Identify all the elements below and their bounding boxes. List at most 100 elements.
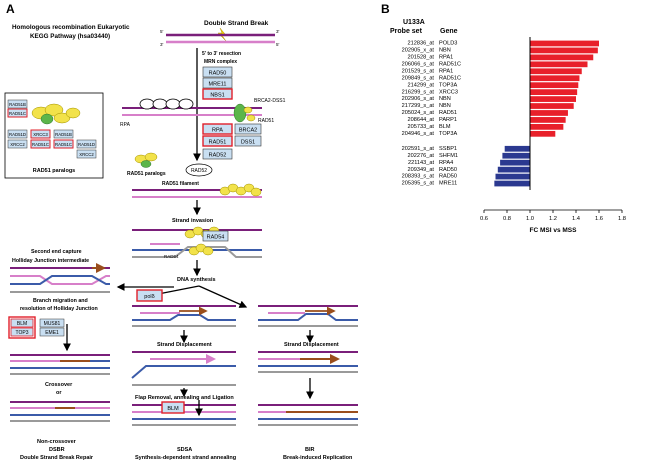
probe-set-header: Probe set bbox=[390, 28, 423, 35]
x-tick-label: 1.8 bbox=[618, 216, 626, 222]
paralog-xrcc2-a bbox=[7, 139, 28, 149]
mus81-box-label: MUS81 bbox=[44, 321, 61, 327]
rpa-oval bbox=[178, 98, 194, 110]
probe-label-column: 212836_at202905_x_at201528_at206066_s_at… bbox=[402, 41, 435, 187]
paralog-rad51b-a bbox=[7, 99, 28, 109]
rad54-label: RAD54 bbox=[164, 254, 179, 259]
blm-box-b-label: BLM bbox=[167, 406, 179, 412]
gene-label: RAD50 bbox=[439, 167, 457, 173]
nbs1-box bbox=[202, 88, 233, 100]
paralog-rad51c-a-label: RAD51C bbox=[9, 111, 26, 116]
dsbr-label: DSBR bbox=[49, 447, 65, 453]
paralog-rad51d-b-label: RAD51D bbox=[78, 142, 95, 147]
paralog-rad51b-b-label: RAD51B bbox=[55, 132, 72, 137]
rad51-box bbox=[202, 135, 233, 147]
bar-upregulated bbox=[530, 54, 594, 61]
blm-box-a-label: BLM bbox=[17, 321, 27, 327]
paralog-xrcc2-b-label: XRCC2 bbox=[79, 152, 94, 157]
rad51-protein bbox=[243, 106, 253, 114]
gene-label: RAD50 bbox=[439, 174, 457, 180]
rpa-oval bbox=[165, 98, 181, 110]
gene-label: RAD51C bbox=[439, 75, 461, 81]
gene-label: NBN bbox=[439, 48, 451, 54]
bar-upregulated bbox=[530, 75, 580, 82]
hj-pink bbox=[10, 275, 110, 285]
paralog-xrcc2-a-label: XRCC2 bbox=[10, 142, 25, 147]
or-label: or bbox=[56, 390, 62, 396]
x-tick-label: 1.2 bbox=[549, 216, 557, 222]
three-prime-label: 3' bbox=[276, 29, 280, 34]
bar-upregulated bbox=[530, 89, 578, 95]
five-prime-right-label: 5' bbox=[276, 42, 280, 47]
bar-downregulated bbox=[504, 145, 530, 152]
brca2-dss1-label: BRCA2-DSS1 bbox=[254, 98, 286, 104]
bar-upregulated bbox=[530, 68, 582, 75]
bar-upregulated bbox=[530, 103, 574, 109]
bar-upregulated bbox=[530, 47, 598, 54]
paralog-rad51b-b bbox=[53, 129, 74, 139]
rad52-box bbox=[202, 148, 233, 160]
probe-set-label: 206066_s_at bbox=[402, 61, 435, 67]
blm-box-b bbox=[161, 401, 185, 414]
probe-set-label: 217299_s_at bbox=[402, 103, 435, 109]
paralog-xrcc2-b bbox=[76, 149, 97, 159]
probe-set-label: 221143_at bbox=[408, 160, 434, 166]
rpa-oval bbox=[152, 98, 168, 110]
rad52-oval bbox=[185, 163, 213, 177]
x-tick-label: 0.6 bbox=[480, 216, 488, 222]
bar-downregulated bbox=[494, 180, 530, 187]
holliday-intermediate-label: Holliday Junction intermediate bbox=[12, 258, 89, 264]
paralog-rad51d-b bbox=[76, 139, 97, 149]
bar-upregulated bbox=[530, 130, 556, 137]
gene-label: NBN bbox=[439, 103, 451, 109]
bar-downregulated bbox=[497, 166, 530, 173]
paralog-rad51c-b-label: RAD51C bbox=[32, 142, 49, 147]
top3-box-label: TOP3 bbox=[16, 330, 29, 336]
probe-set-label: 202591_s_at bbox=[402, 146, 435, 152]
paralog-rad51c-c bbox=[53, 139, 74, 149]
brca2-box-label: BRCA2 bbox=[239, 128, 257, 134]
gene-label: TOP3A bbox=[439, 131, 458, 137]
mre11-box-label: MRE11 bbox=[209, 82, 227, 88]
bar-upregulated bbox=[530, 61, 588, 68]
branch-migration-line2: resolution of Holliday Junction bbox=[20, 306, 98, 312]
bir-label: BIR bbox=[305, 447, 315, 453]
gene-label: NBN bbox=[439, 96, 451, 102]
gene-label: RPA4 bbox=[439, 160, 453, 166]
sdsa-full-label: Synthesis-dependent strand annealing bbox=[135, 455, 236, 461]
second-end-capture-label: Second end capture bbox=[31, 249, 82, 255]
probe-set-label: 205733_at bbox=[408, 124, 435, 130]
paralog-protein bbox=[144, 152, 158, 162]
strand-invasion-label: Strand invasion bbox=[172, 218, 214, 224]
brca2-dss1-protein bbox=[233, 103, 247, 123]
paralog-cluster bbox=[31, 103, 81, 125]
bar-downregulated bbox=[500, 159, 530, 166]
rad50-box-label: RAD50 bbox=[209, 71, 227, 77]
top3-box bbox=[10, 327, 34, 337]
gene-label: SSBP1 bbox=[439, 146, 457, 152]
x-tick-label: 0.8 bbox=[503, 216, 511, 222]
rad51-protein bbox=[246, 114, 256, 122]
pol-delta-box bbox=[136, 289, 163, 302]
blm-box-a bbox=[10, 318, 34, 328]
probe-set-label: 205024_s_at bbox=[402, 110, 435, 116]
mre11-box bbox=[202, 77, 233, 89]
rad51-filament-proteins bbox=[219, 183, 262, 197]
panel-a-letter: A bbox=[6, 2, 15, 16]
x-axis-label: FC MSI vs MSS bbox=[530, 227, 578, 234]
bar-upregulated bbox=[530, 40, 599, 47]
paralog-rad51c-a bbox=[7, 108, 28, 118]
gene-label: RAD51C bbox=[439, 61, 461, 67]
rpa-label: RPA bbox=[120, 122, 131, 128]
bar-upregulated bbox=[530, 82, 579, 89]
rad51-side-label: RAD51 bbox=[258, 118, 274, 124]
bar-upregulated bbox=[530, 110, 568, 116]
rpa-oval bbox=[139, 98, 155, 110]
paralog-rad51c-b bbox=[30, 139, 51, 149]
dsb-label: Double Strand Break bbox=[204, 20, 269, 27]
rpa-box bbox=[202, 123, 233, 135]
probe-set-label: 208644_at bbox=[408, 117, 435, 123]
x-tick-label: 1.6 bbox=[595, 216, 603, 222]
panel-a: A Homologous recombination Eukaryotic KE… bbox=[4, 2, 358, 461]
